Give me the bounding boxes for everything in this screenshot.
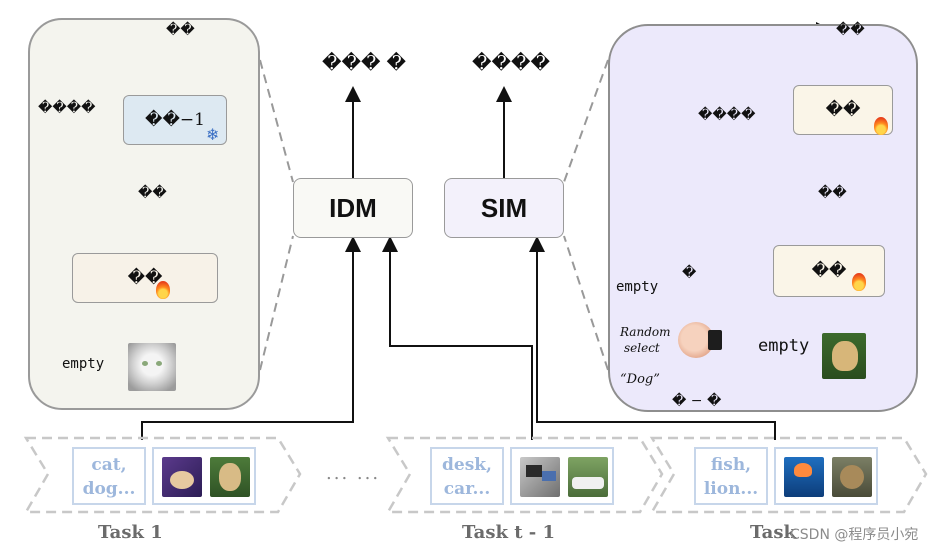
- tasktm1-images-box: [510, 447, 614, 505]
- right-empty-big-label: empty: [758, 336, 810, 356]
- zoom-line-right-top: [563, 59, 609, 183]
- right-middle-output: ��: [818, 185, 847, 201]
- dog-prompt-label: “Dog”: [620, 372, 660, 387]
- taskt-to-sim: [536, 346, 776, 440]
- zoom-line-left-bottom: [259, 235, 294, 371]
- taskt-label: Task: [750, 522, 796, 543]
- taskt-class-line2: lion...: [703, 479, 759, 499]
- taskt-images-box: [774, 447, 878, 505]
- tasktm1-image-desk: [520, 457, 560, 497]
- frozen-encoder-symbol: ��−1: [145, 110, 205, 130]
- right-empty-small-label: empty: [616, 279, 659, 295]
- idm-output-label: ��� �: [322, 52, 406, 74]
- idm-label: IDM: [329, 192, 377, 223]
- left-side-label: ����: [38, 100, 96, 116]
- task1-class-line2: dog...: [82, 479, 136, 499]
- task1-image-dog: [210, 457, 250, 497]
- task1-images-box: [152, 447, 256, 505]
- taskt-chevron: [649, 436, 928, 514]
- left-top-output: ��: [166, 22, 195, 38]
- tasktm1-class-line1: desk,: [442, 455, 492, 475]
- tasktm1-to-idm-sim: [382, 236, 533, 440]
- snowflake-icon: ❄: [206, 125, 220, 144]
- task1-label: Task 1: [98, 522, 163, 543]
- right-small-label-bottom: � − �: [672, 393, 722, 409]
- task1-class-line1: cat,: [91, 455, 127, 475]
- taskt-classes-box: fish, lion...: [694, 447, 768, 505]
- sim-label: SIM: [480, 192, 528, 223]
- taskt-image-lion: [832, 457, 872, 497]
- sim-output-label: ����: [472, 52, 550, 74]
- left-empty-label: empty: [62, 356, 105, 372]
- task1-to-idm: [141, 236, 361, 440]
- tasktm1-chevron: [385, 436, 664, 514]
- right-encoder-top-symbol: ��: [825, 100, 861, 120]
- watermark: CSDN @程序员小宛: [790, 527, 919, 543]
- tasktm1-classes-box: desk, car...: [430, 447, 504, 505]
- left-middle-output: ��: [138, 185, 167, 201]
- right-small-label-top: �: [682, 265, 697, 281]
- taskt-class-line1: fish,: [710, 455, 752, 475]
- fire-icon: [852, 273, 866, 291]
- ellipsis: ... ...: [326, 463, 381, 484]
- taskt-image-jellyfish: [784, 457, 824, 497]
- fire-icon: [874, 117, 888, 135]
- right-encoder-bottom-block: ��: [773, 245, 885, 297]
- tasktm1-class-line2: car...: [443, 479, 491, 499]
- random-select-line2: select: [624, 341, 660, 355]
- idm-block: IDM: [293, 178, 413, 238]
- tasktm1-label: Task t - 1: [462, 522, 556, 543]
- left-encoder-symbol: ��: [127, 268, 163, 288]
- right-top-output: ��: [836, 22, 865, 38]
- zoom-line-left-top: [259, 59, 294, 183]
- frozen-encoder-block: ��−1: [123, 95, 227, 145]
- task1-chevron: [23, 436, 302, 514]
- tasktm1-image-car: [568, 457, 608, 497]
- random-select-line1: Random: [620, 325, 671, 339]
- task1-classes-box: cat, dog...: [72, 447, 146, 505]
- fire-icon: [156, 281, 170, 299]
- left-encoder-block: ��: [72, 253, 218, 303]
- task1-image-cats: [162, 457, 202, 497]
- dog-image: [822, 333, 866, 379]
- zoom-line-right-bottom: [563, 235, 609, 371]
- right-side-label: ����: [698, 107, 756, 123]
- pointing-hand-icon: [678, 322, 722, 358]
- sim-block: SIM: [444, 178, 564, 238]
- right-encoder-bottom-symbol: ��: [811, 261, 847, 281]
- cat-image: [128, 343, 176, 391]
